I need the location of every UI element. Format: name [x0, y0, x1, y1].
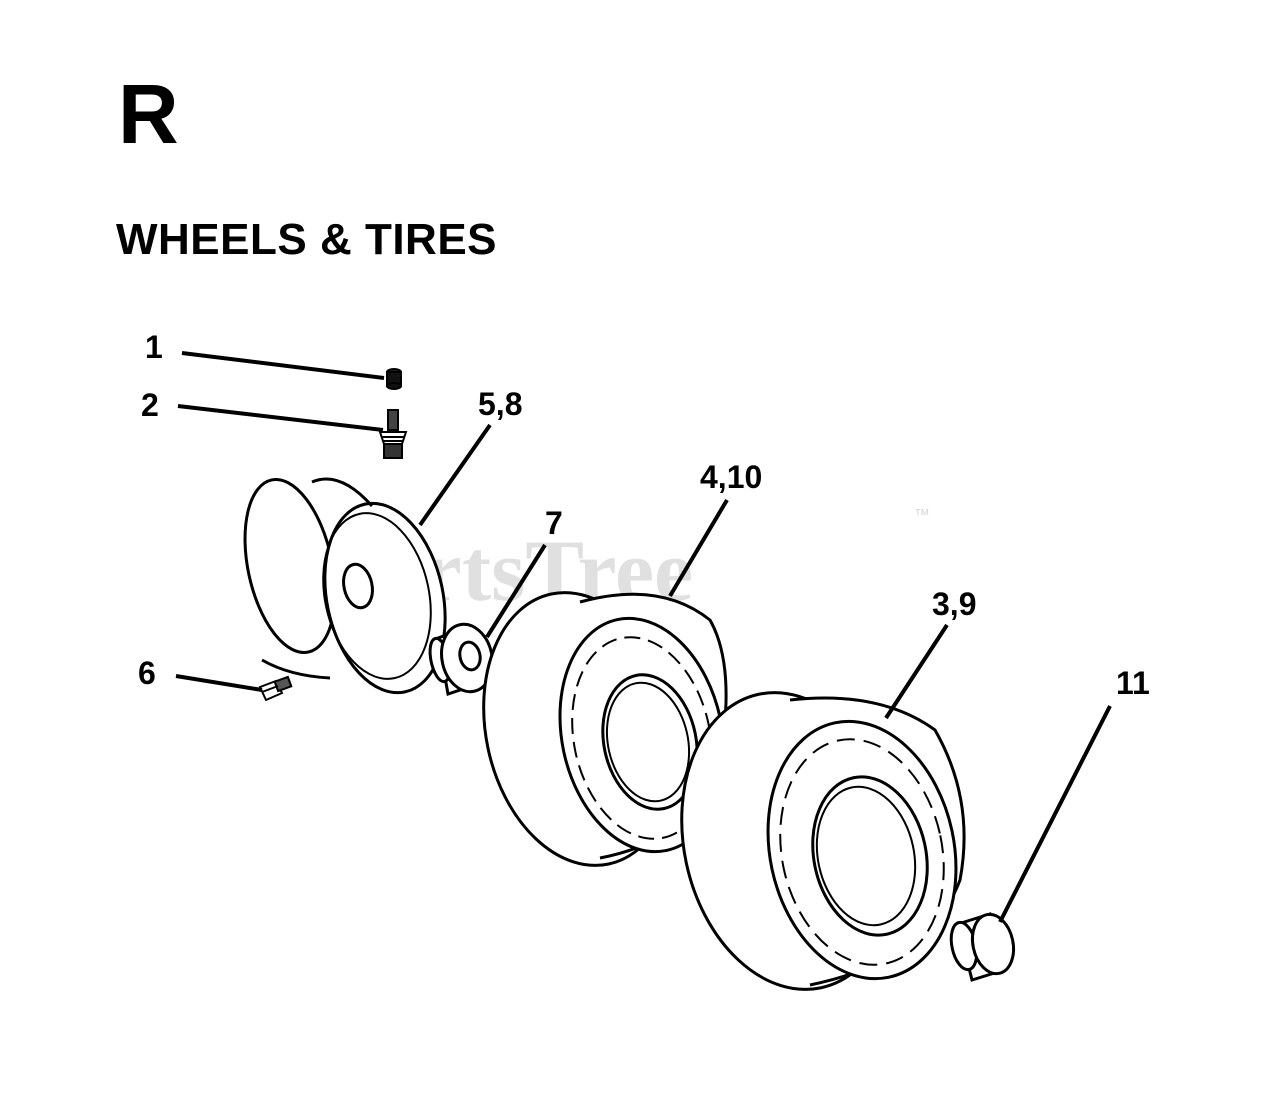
callout-label-rim: 5,8: [478, 386, 522, 422]
callout-leader-grease-fitting: [175, 674, 263, 692]
callout-label-valve-stem: 2: [141, 387, 159, 423]
callout-label-hub-cap: 11: [1116, 665, 1150, 701]
callout-label-rear-tire: 3,9: [932, 586, 976, 622]
callout-label-valve-cap: 1: [145, 329, 163, 365]
rear-tire-part: [680, 691, 966, 991]
callout-leader-hub-cap: [998, 705, 1112, 923]
callout-leader-valve-stem: [177, 404, 384, 432]
valve-cap-part: [386, 368, 402, 390]
rim-part: [243, 477, 447, 695]
section-title: WHEELS & TIRES: [116, 215, 498, 264]
callout-label-bushing: 7: [545, 505, 563, 541]
section-letter: R: [118, 67, 179, 161]
callout-leader-rear-tire: [884, 623, 949, 720]
valve-stem-part: [378, 409, 408, 459]
front-tire-part: [482, 591, 728, 867]
grease-fitting-part: [258, 675, 293, 702]
callout-label-grease-fitting: 6: [138, 655, 156, 691]
callout-leader-front-tire: [668, 498, 729, 598]
callout-leader-rim: [418, 423, 492, 527]
hub-cap-part: [949, 912, 1016, 982]
callout-leader-bushing: [485, 543, 547, 639]
watermark-trademark: ™: [914, 507, 930, 524]
callout-label-front-tire: 4,10: [700, 459, 762, 495]
callout-leader-valve-cap: [181, 351, 385, 380]
